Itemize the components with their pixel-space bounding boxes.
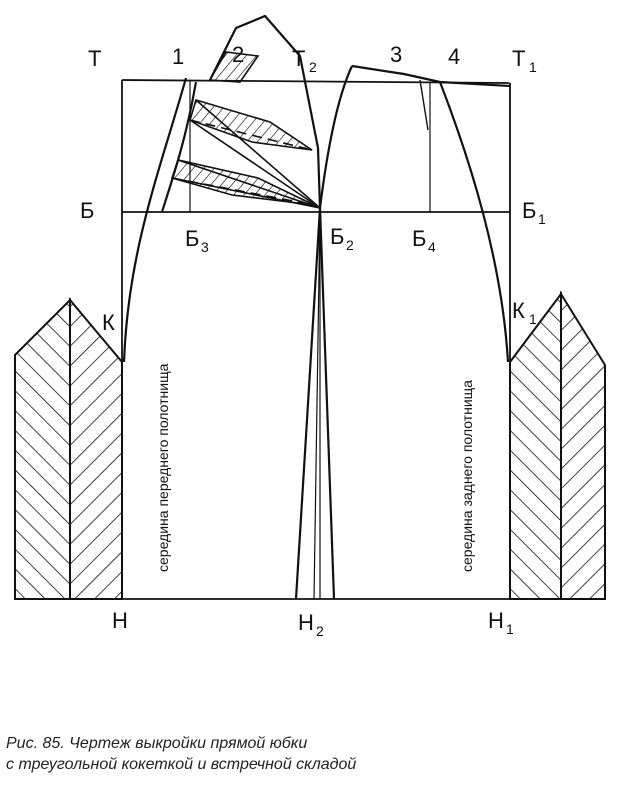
- label-2: 2: [232, 42, 244, 67]
- yoke-dashed-1: [189, 119, 313, 151]
- caption-line-1: Рис. 85. Чертеж выкройки прямой юбки: [6, 735, 308, 752]
- pleat-center: [313, 207, 321, 600]
- back-fold-hatched: [509, 290, 606, 600]
- label-b1: Б: [522, 198, 536, 223]
- label-t1-sub: 1: [529, 59, 537, 75]
- label-h2: Н: [298, 610, 314, 635]
- yoke-hatch-top: [208, 51, 260, 83]
- yoke-ray-1: [195, 99, 321, 209]
- label-t2-sub: 2: [309, 59, 317, 75]
- label-h1-sub: 1: [506, 621, 514, 637]
- label-t2: Т: [292, 46, 305, 71]
- point-labels: Т 1 2 Т 2 3 4 Т 1 Б Б 1 Б 3 Б 2 Б 4 К К …: [80, 42, 546, 639]
- front-fold-hatched: [14, 297, 123, 600]
- label-1: 1: [172, 44, 184, 69]
- label-k1: К: [512, 298, 525, 323]
- label-b3-sub: 3: [201, 239, 209, 255]
- back-side-seam: [438, 81, 510, 363]
- skirt-pattern-drawing: Т 1 2 Т 2 3 4 Т 1 Б Б 1 Б 3 Б 2 Б 4 К К …: [14, 14, 606, 639]
- label-h1: Н: [488, 608, 504, 633]
- yoke-hatch-upper: [189, 99, 313, 151]
- yoke-ray-3: [177, 159, 321, 209]
- front-side-seam: [122, 77, 188, 363]
- yoke-ray-2: [189, 119, 321, 209]
- label-h2-sub: 2: [316, 623, 324, 639]
- label-t1: Т: [512, 46, 525, 71]
- label-b2-sub: 2: [346, 237, 354, 253]
- back-fold-right-half: [560, 290, 606, 600]
- back-center-text: середина заднего полотнища: [459, 380, 475, 572]
- skirt-contours: [122, 64, 511, 600]
- label-h: Н: [112, 608, 128, 633]
- label-t: Т: [88, 46, 101, 71]
- back-dart-left: [419, 79, 429, 131]
- figure-caption: Рис. 85. Чертеж выкройки прямой юбки с т…: [6, 733, 606, 775]
- triangular-yoke: [170, 14, 322, 209]
- label-b4-sub: 4: [428, 239, 436, 255]
- yoke-dashed-2: [171, 177, 315, 206]
- label-b3: Б: [185, 226, 199, 251]
- front-fold-right-half: [69, 297, 123, 600]
- label-k: К: [102, 310, 115, 335]
- label-3: 3: [390, 42, 402, 67]
- front-fold-left-half: [14, 297, 71, 600]
- pleat-left: [294, 207, 322, 600]
- yoke-outline: [209, 14, 322, 209]
- label-k1-sub: 1: [529, 311, 537, 327]
- label-b2: Б: [330, 224, 344, 249]
- back-fold-left-half: [509, 291, 562, 600]
- label-b4: Б: [412, 226, 426, 251]
- pleat-right: [318, 207, 336, 600]
- label-b: Б: [80, 198, 94, 223]
- front-center-text: середина переднего полотнища: [155, 363, 171, 572]
- caption-line-2: с треугольной кокеткой и встречной склад…: [6, 756, 357, 773]
- label-b1-sub: 1: [538, 211, 546, 227]
- label-4: 4: [448, 44, 460, 69]
- back-side-to-b2: [318, 65, 353, 209]
- back-waist-curve: [351, 64, 511, 88]
- front-dart-curve: [160, 81, 198, 213]
